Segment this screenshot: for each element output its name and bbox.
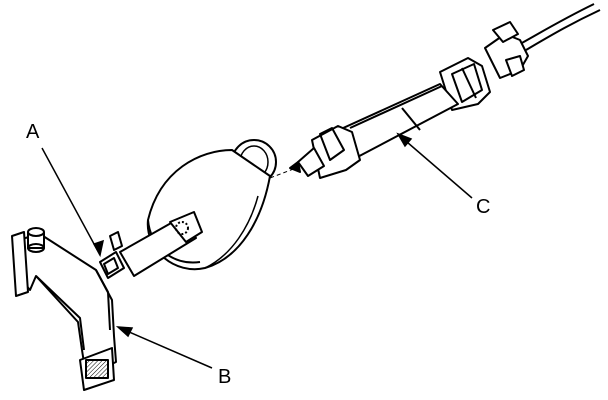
leader-lines [41, 132, 473, 369]
mounting-bracket [11, 227, 125, 391]
callout-label-c: C [476, 196, 490, 218]
shaft [119, 211, 203, 277]
callout-label-b: B [218, 366, 231, 388]
connector-plug-assembly [289, 21, 529, 179]
callout-label-a: A [26, 121, 40, 143]
cable [519, 3, 601, 51]
